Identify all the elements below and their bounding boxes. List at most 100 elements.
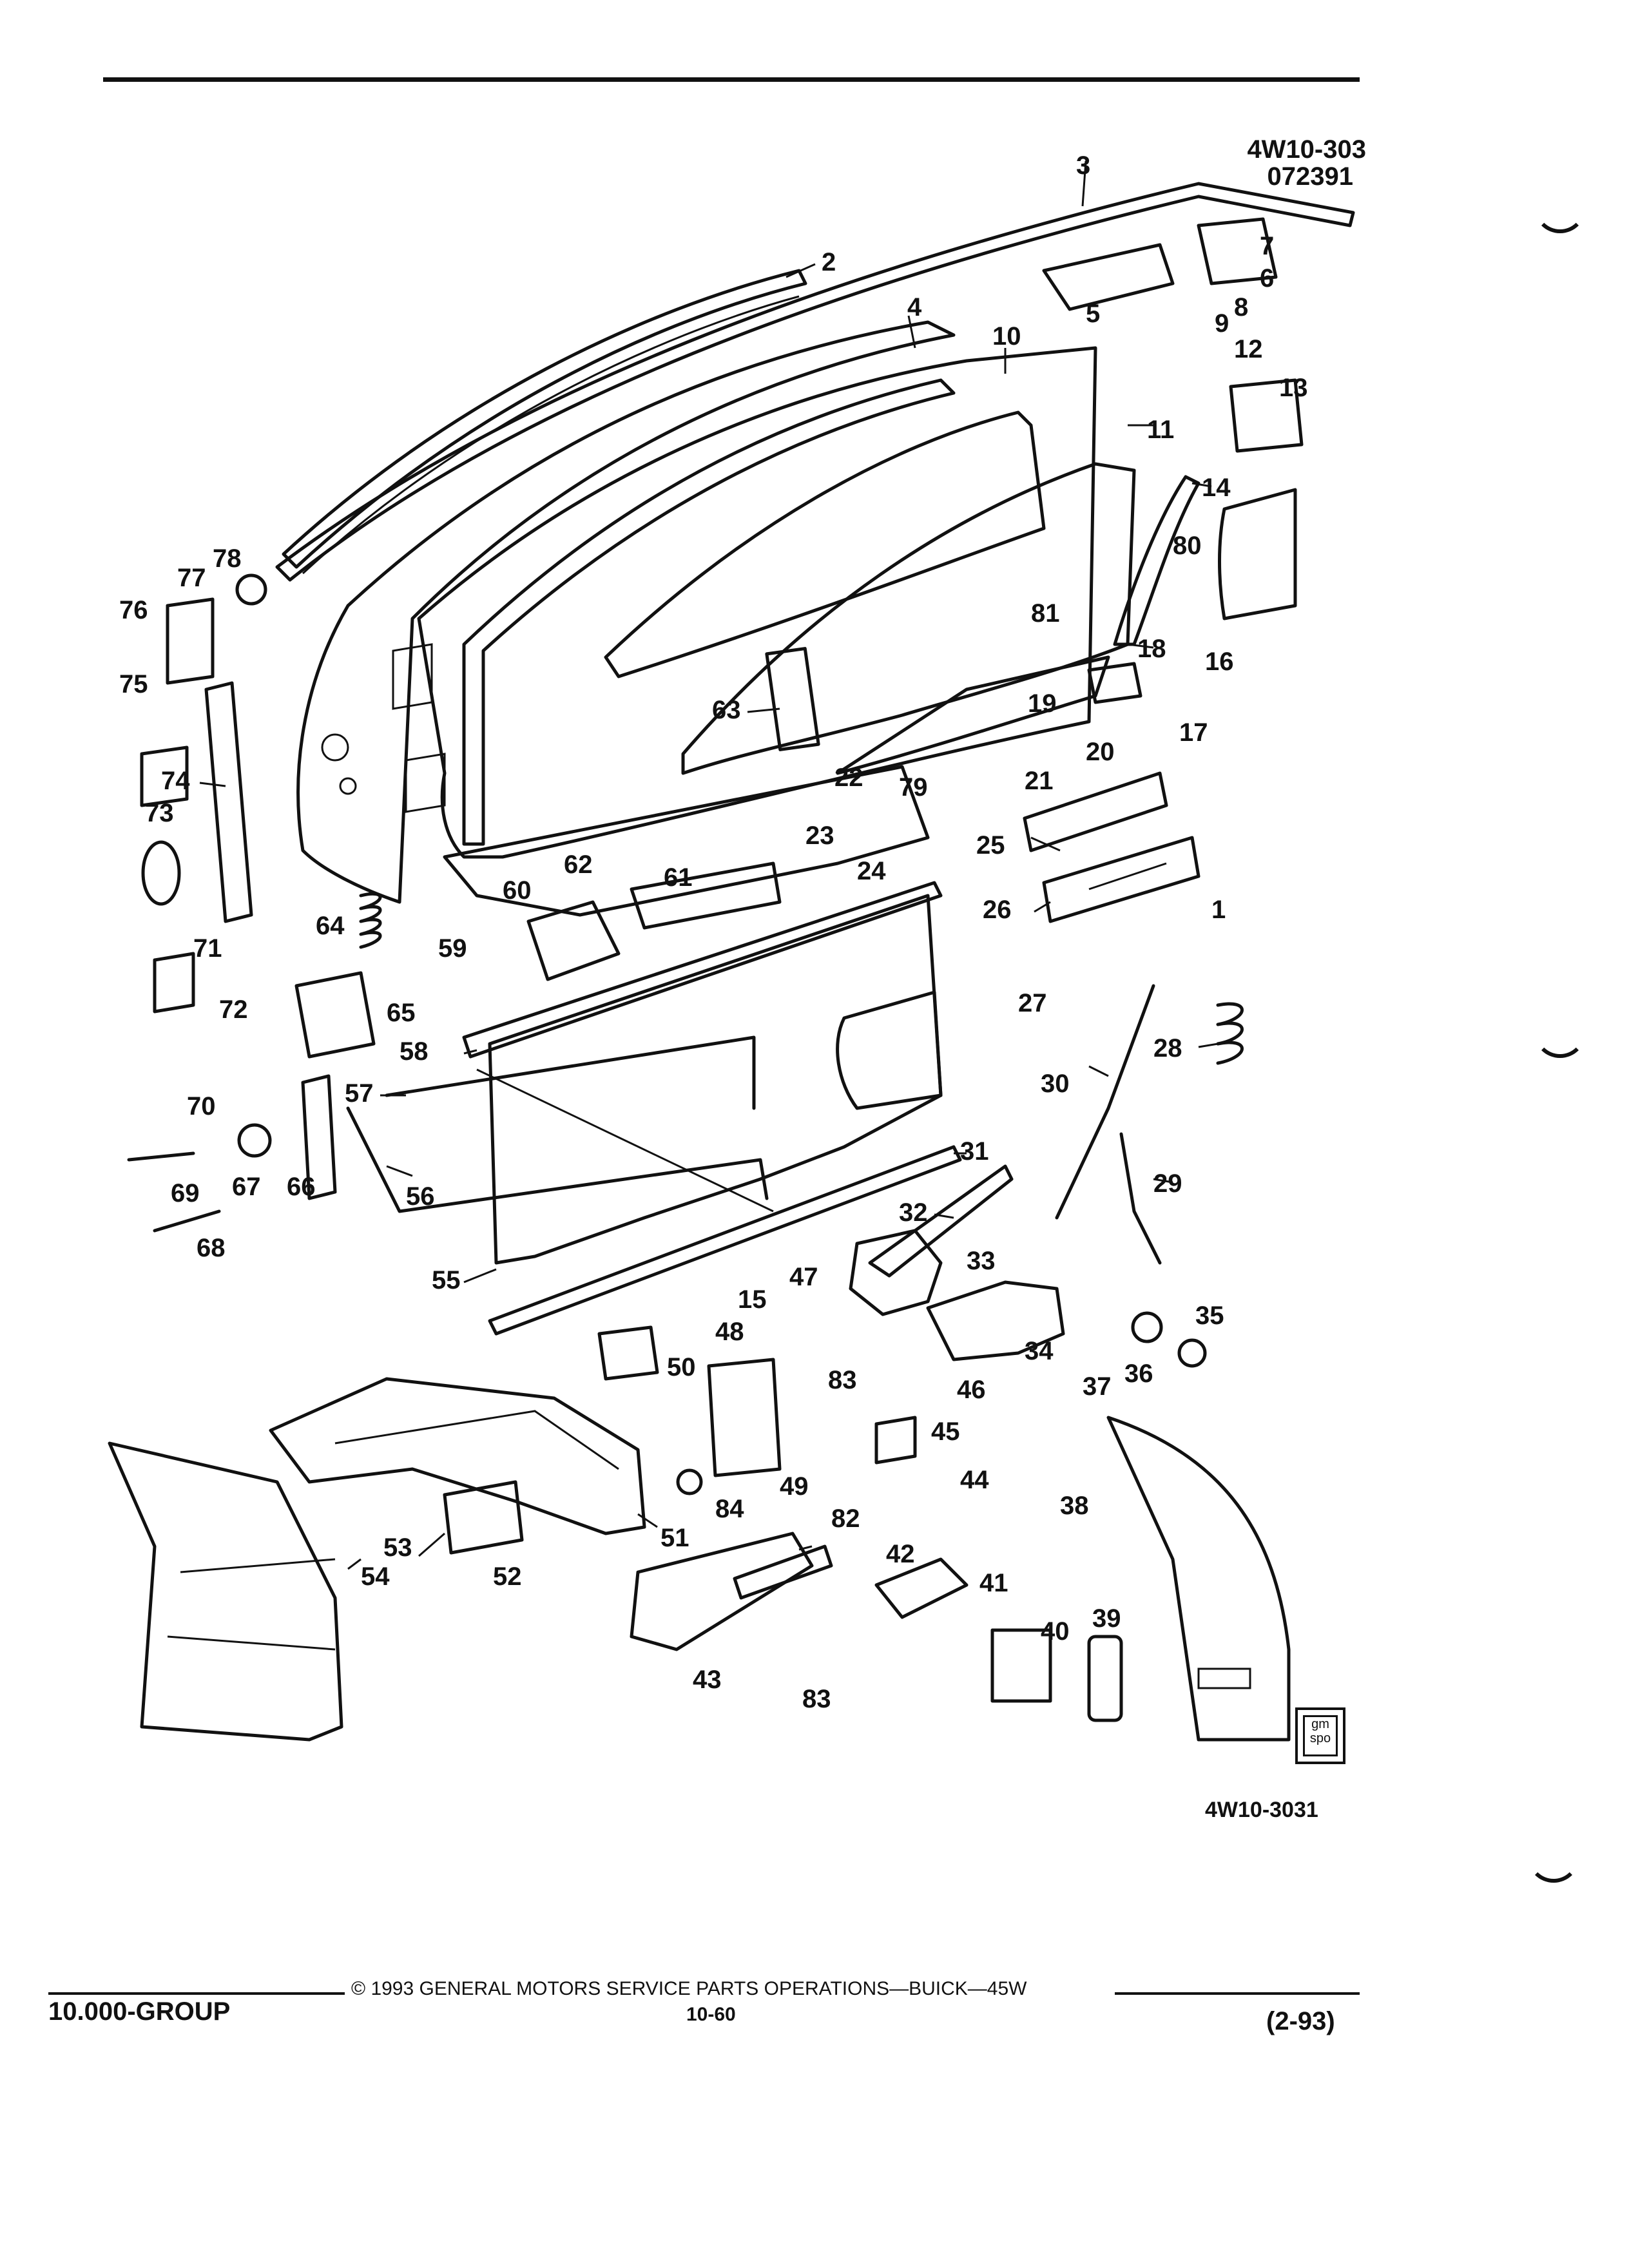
callout-69: 69 <box>171 1179 200 1207</box>
lock-rod <box>385 1035 756 1110</box>
callout-9: 9 <box>1215 309 1229 338</box>
margin-mark-middle <box>1534 1018 1586 1058</box>
callout-60: 60 <box>503 876 532 905</box>
callout-84: 84 <box>715 1495 744 1523</box>
callout-3: 3 <box>1076 151 1090 180</box>
figure-date: 072391 <box>1267 162 1353 191</box>
callout-7: 7 <box>1260 232 1274 260</box>
outside-handle-rod <box>1055 984 1155 1220</box>
bolt-69 <box>127 1151 195 1162</box>
cable-66 <box>301 1074 337 1200</box>
actuator-50 <box>597 1325 659 1381</box>
callout-1: 1 <box>1211 896 1226 924</box>
callout-18: 18 <box>1137 635 1166 663</box>
callout-70: 70 <box>187 1092 216 1120</box>
regulator-body <box>849 1229 943 1316</box>
glass-run <box>604 410 1046 678</box>
footer-copyright: © 1993 GENERAL MOTORS SERVICE PARTS OPER… <box>351 1978 1027 1999</box>
rear-run-channel <box>1113 475 1200 646</box>
window-glass <box>681 462 1136 775</box>
callout-32: 32 <box>899 1198 928 1227</box>
window-run-channel <box>462 378 956 846</box>
callout-65: 65 <box>387 999 416 1027</box>
callout-6: 6 <box>1260 264 1274 293</box>
callout-25: 25 <box>976 831 1005 860</box>
callout-8: 8 <box>1234 293 1248 322</box>
callout-57: 57 <box>345 1079 374 1108</box>
washer-84 <box>676 1468 703 1495</box>
callout-64: 64 <box>316 912 345 940</box>
grommet-36 <box>1177 1338 1207 1368</box>
callout-39: 39 <box>1092 1604 1121 1633</box>
rear-quarter-panel <box>1106 1416 1291 1742</box>
callout-42: 42 <box>886 1540 915 1568</box>
callout-73: 73 <box>145 799 174 827</box>
striker-bracket <box>1197 217 1278 285</box>
callout-21: 21 <box>1025 767 1054 795</box>
footer-group: 10.000-GROUP <box>48 1997 231 2026</box>
inside-handle-bezel <box>990 1628 1052 1703</box>
callout-63: 63 <box>712 696 741 724</box>
upper-weatherstrip <box>282 269 807 569</box>
speaker-grille <box>1042 836 1200 923</box>
spring-64 <box>359 892 382 949</box>
callout-15: 15 <box>738 1285 767 1314</box>
callout-77: 77 <box>177 564 206 592</box>
margin-mark-top <box>1534 193 1586 233</box>
callout-37: 37 <box>1083 1372 1112 1401</box>
figure-id-bottom: 4W10-3031 <box>1205 1798 1318 1822</box>
footer-date: (2-93) <box>1266 2007 1335 2035</box>
callout-2: 2 <box>822 248 836 276</box>
upper-hinge <box>140 745 189 807</box>
callout-78: 78 <box>213 544 242 573</box>
roof-rail-weatherstrip <box>275 182 1355 582</box>
callout-12: 12 <box>1234 335 1263 363</box>
callout-80: 80 <box>1173 532 1202 560</box>
callout-35: 35 <box>1195 1302 1224 1330</box>
switch-45 <box>874 1416 917 1465</box>
regulator-arm <box>733 1544 833 1600</box>
glass-channel <box>765 647 820 751</box>
lock-cylinder-rod <box>1119 1132 1162 1265</box>
window-regulator <box>868 1164 1014 1278</box>
glass-lower-edge <box>836 655 1110 775</box>
callout-11: 11 <box>1147 416 1174 444</box>
lock-module-frame <box>269 1377 646 1535</box>
lock-actuator-housing <box>926 1280 1065 1361</box>
hinge-pin <box>166 597 215 685</box>
callout-76: 76 <box>119 596 148 624</box>
footer-rule-right <box>1115 1992 1360 1995</box>
callout-28: 28 <box>1153 1034 1182 1062</box>
callout-51: 51 <box>660 1524 689 1552</box>
callout-30: 30 <box>1041 1070 1070 1098</box>
leader-lines <box>199 160 1219 1570</box>
door-outer-panel <box>108 1441 343 1742</box>
latch-assembly-49 <box>707 1358 782 1477</box>
door-spring <box>1216 1002 1244 1065</box>
callout-45: 45 <box>931 1418 960 1446</box>
door-frame <box>296 320 956 904</box>
callout-36: 36 <box>1124 1360 1153 1388</box>
window-crank <box>874 1557 969 1619</box>
callout-67: 67 <box>232 1173 261 1201</box>
callout-48: 48 <box>715 1318 744 1346</box>
door-lock-switch <box>1087 662 1142 704</box>
callout-14: 14 <box>1202 474 1231 502</box>
callout-58: 58 <box>400 1037 429 1066</box>
gm-spo-logo: gm spo <box>1295 1707 1345 1764</box>
callout-71: 71 <box>193 934 222 963</box>
callout-13: 13 <box>1279 374 1308 402</box>
callout-59: 59 <box>438 934 467 963</box>
callout-53: 53 <box>383 1533 412 1562</box>
grommet-35 <box>1131 1311 1163 1343</box>
lower-hinge <box>153 952 195 1014</box>
top-rule <box>103 77 1360 82</box>
speaker-trim-plate <box>1023 771 1168 852</box>
door-handle-bracket-61 <box>630 861 782 930</box>
gm-spo-logo-text: gm spo <box>1303 1715 1338 1756</box>
lock-knob-trim <box>1087 1635 1123 1722</box>
door-handle-60 <box>526 900 621 981</box>
callout-29: 29 <box>1153 1169 1182 1198</box>
callout-82: 82 <box>831 1504 860 1533</box>
